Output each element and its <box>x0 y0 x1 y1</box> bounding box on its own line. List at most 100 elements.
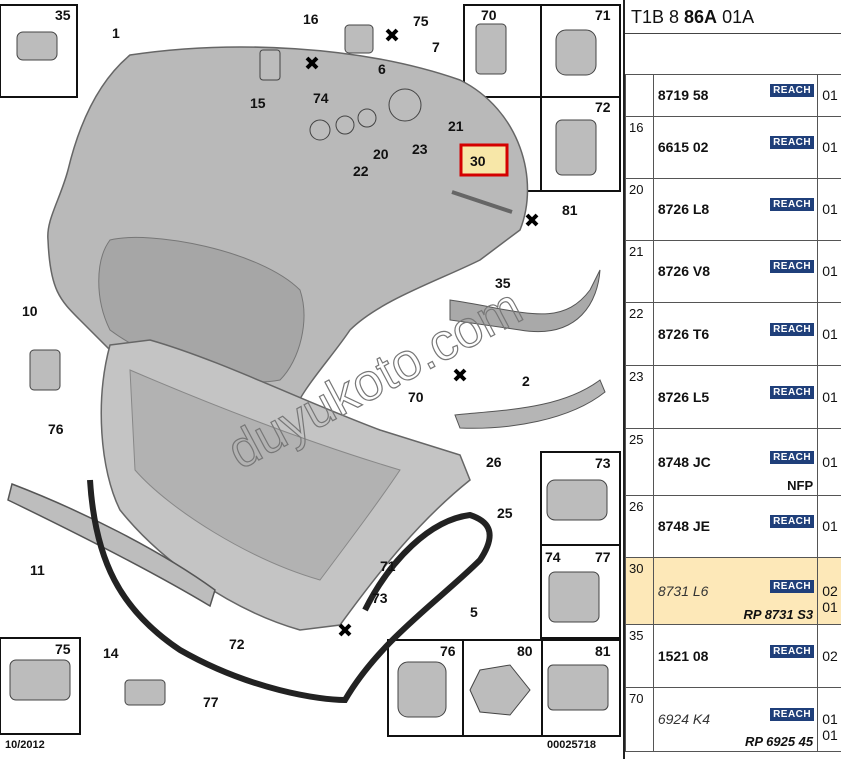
part-reference-cell: 6615 02 REACH <box>652 116 819 179</box>
callout: 70 <box>408 389 424 405</box>
part-number[interactable]: 6924 K4 <box>657 711 711 727</box>
callout: 10 <box>22 303 38 319</box>
callout: 15 <box>250 95 266 111</box>
callout: 35 <box>55 7 71 23</box>
part-quantity: 01 <box>817 365 841 429</box>
seal-5 <box>87 479 493 704</box>
detail-box-75 <box>0 637 81 735</box>
part-index: 35 <box>625 624 654 688</box>
callout: 71 <box>380 558 396 574</box>
part-index: 20 <box>625 178 654 241</box>
gas-strut-30 <box>451 190 513 214</box>
callout: 77 <box>203 694 219 710</box>
callout: 35 <box>495 275 511 291</box>
part-number[interactable]: 8726 V8 <box>657 263 711 279</box>
callout: 6 <box>378 61 386 77</box>
part-number[interactable]: 1521 08 <box>657 647 709 664</box>
part-number[interactable]: 8748 JC <box>657 453 711 470</box>
callout: 71 <box>595 7 611 23</box>
part-index: 21 <box>625 240 654 303</box>
group-reference: T1B 8 86A 01A <box>625 0 841 34</box>
callout: 11 <box>30 562 45 578</box>
callout: 80 <box>517 643 533 659</box>
hinge-2 <box>449 269 601 332</box>
part-index: 25 <box>625 428 654 496</box>
cross-markers <box>305 28 539 637</box>
part-quantity: 01 <box>817 178 841 241</box>
callout: 14 <box>103 645 119 661</box>
part-number[interactable]: 8726 T6 <box>657 325 710 342</box>
part-index: 26 <box>625 495 654 558</box>
part-number[interactable]: 8731 L6 <box>657 582 709 599</box>
part-quantity: 01 <box>817 116 841 179</box>
part-number[interactable]: 8726 L8 <box>657 201 710 217</box>
part-number[interactable]: 8748 JE <box>657 518 711 534</box>
part-number[interactable]: 6615 02 <box>657 139 709 155</box>
callout: 5 <box>470 604 478 620</box>
reach-badge: REACH <box>770 579 815 593</box>
callout: 72 <box>229 636 245 652</box>
reach-badge: REACH <box>770 136 815 149</box>
callout: 16 <box>303 11 319 27</box>
callout: 81 <box>562 202 578 218</box>
callout: 74 <box>313 90 329 106</box>
part-reference-cell: 8726 T6 REACH <box>652 302 819 366</box>
reach-badge: REACH <box>770 644 815 658</box>
hardware-sketches <box>9 23 609 718</box>
callout: 7 <box>432 39 440 55</box>
part-quantity: 02 <box>817 624 841 688</box>
part-reference-cell: 8726 L8 REACH <box>652 178 819 241</box>
callout: 77 <box>595 549 611 565</box>
part-note: NFP <box>787 478 814 493</box>
reach-badge: REACH <box>770 322 815 336</box>
part-quantity: 01 <box>817 428 841 496</box>
callout: 72 <box>595 99 611 115</box>
reach-badge: REACH <box>770 515 815 528</box>
hinge-26 <box>454 379 606 429</box>
part-number[interactable]: 8726 L5 <box>657 388 710 405</box>
callout: 73 <box>595 455 611 471</box>
trim-strip-11 <box>7 482 216 608</box>
callout: 23 <box>412 141 428 157</box>
detail-box-35 <box>0 4 78 98</box>
callout: 75 <box>413 13 429 29</box>
part-index: 16 <box>625 116 654 179</box>
part-quantity: 01 <box>817 302 841 366</box>
callout: 30 <box>470 153 486 169</box>
part-index: 70 <box>625 687 654 752</box>
reach-badge: REACH <box>770 385 815 399</box>
part-number[interactable]: 8719 58 <box>657 87 709 103</box>
callout: 1 <box>112 25 120 41</box>
part-quantity: 01 <box>817 240 841 303</box>
callout: 81 <box>595 643 611 659</box>
callout: 22 <box>353 163 369 179</box>
part-quantity: 01 <box>817 495 841 558</box>
part-index <box>625 74 654 117</box>
footer-date: 10/2012 <box>5 739 45 751</box>
footer-code: 00025718 <box>547 739 596 751</box>
callout: 76 <box>48 421 64 437</box>
reach-badge: REACH <box>770 198 815 211</box>
callout-30-highlight <box>459 143 509 177</box>
callout: 2 <box>522 373 530 389</box>
callout: 21 <box>448 118 464 134</box>
